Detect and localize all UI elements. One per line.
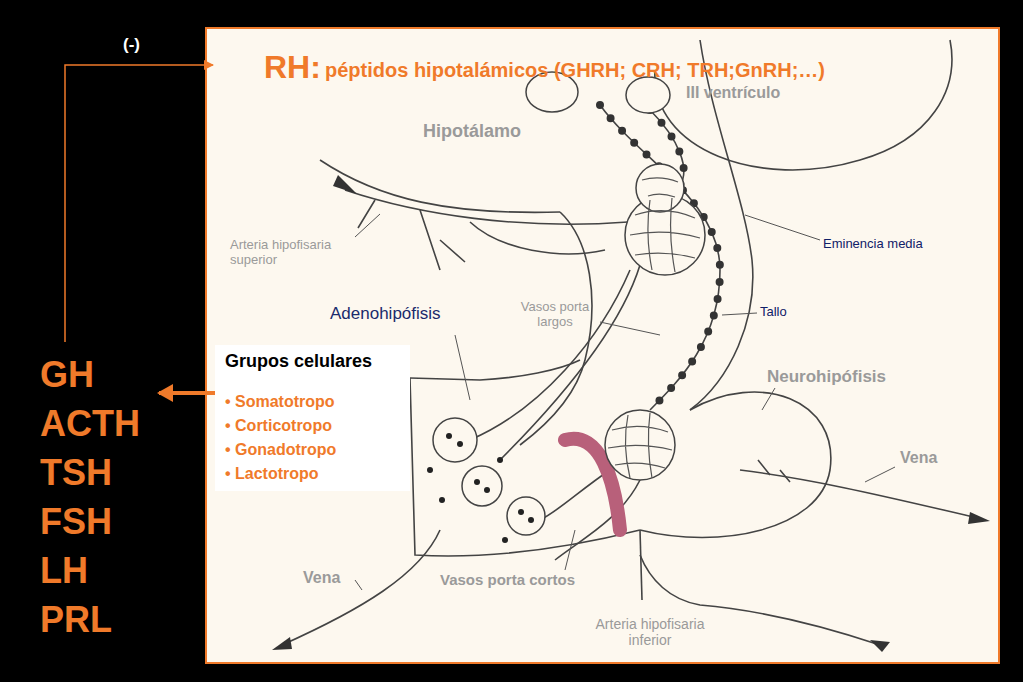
capillary-mesh bbox=[608, 178, 700, 478]
part-name: III ventrículo bbox=[686, 84, 846, 102]
granule-dot bbox=[497, 457, 503, 463]
part-name: Vasos porta largos bbox=[505, 300, 605, 330]
nucleus-dot bbox=[484, 487, 490, 493]
superior-artery bbox=[345, 190, 628, 224]
secondary-plexus bbox=[605, 410, 675, 480]
leader-line bbox=[565, 530, 575, 570]
leader-line bbox=[762, 388, 775, 410]
part-name: Adenohipófisis bbox=[330, 304, 480, 324]
cell-nuclei bbox=[427, 433, 534, 543]
granule-dot bbox=[502, 537, 508, 543]
leader-lines bbox=[355, 214, 895, 590]
hormone-name: ACTH bbox=[40, 403, 140, 444]
part-name: Arteria hipofisaria inferior bbox=[575, 616, 725, 648]
plexus-loop bbox=[636, 164, 684, 212]
part-name: Hipotálamo bbox=[423, 121, 563, 142]
mesh-lines bbox=[642, 178, 678, 197]
anatomy-outlines bbox=[282, 40, 978, 645]
arrowhead bbox=[968, 512, 990, 524]
axon-beads bbox=[600, 105, 720, 410]
hormone-name: FSH bbox=[40, 501, 112, 542]
hormone-name: LH bbox=[40, 550, 88, 591]
arrowhead bbox=[333, 175, 357, 194]
adenohypophysis-cells bbox=[433, 418, 545, 535]
edge-label: (-) bbox=[123, 35, 140, 55]
panel-background bbox=[205, 27, 1000, 664]
vein bbox=[740, 470, 978, 518]
part-name: Vena bbox=[303, 569, 363, 587]
neuron-body bbox=[626, 77, 670, 113]
long-portal-vessel bbox=[470, 270, 630, 440]
granule-dot bbox=[439, 497, 445, 503]
hormone-name: PRL bbox=[40, 599, 112, 640]
gland-outline bbox=[640, 530, 642, 600]
axon-line bbox=[600, 105, 720, 410]
feedback-arrow bbox=[159, 391, 215, 395]
panel-title: RH: bbox=[264, 49, 321, 86]
nucleus-dot bbox=[474, 479, 480, 485]
vein-branches bbox=[758, 460, 790, 482]
mesh-lines bbox=[630, 198, 700, 272]
arrowhead bbox=[870, 640, 890, 652]
secretory-cell bbox=[507, 497, 545, 535]
adenohypophysis-outline bbox=[410, 378, 640, 556]
nucleus-dot bbox=[457, 441, 463, 447]
part-name: Eminencia media bbox=[823, 237, 963, 252]
part-name: Tallo bbox=[760, 305, 820, 320]
feedback-arrow bbox=[65, 65, 213, 342]
nucleus-dot bbox=[528, 517, 534, 523]
secretory-cell bbox=[433, 418, 477, 462]
hormone-panel: RH:péptidos hipotalámicos (GHRH; CRH; TR… bbox=[205, 27, 1000, 664]
leader-line bbox=[355, 580, 362, 590]
part-name: Vasos porta cortos bbox=[440, 571, 620, 588]
vein bbox=[282, 530, 440, 645]
leader-line bbox=[600, 322, 660, 335]
leader-line bbox=[722, 313, 757, 315]
hormone-list: GH ACTH TSH FSH LH PRL bbox=[40, 352, 165, 652]
hormone-name: TSH bbox=[40, 452, 112, 493]
mesh-lines bbox=[608, 413, 672, 478]
nucleus-dot bbox=[446, 433, 452, 439]
cell-group-item: • Corticotropo bbox=[225, 417, 332, 435]
part-name: Neurohipófisis bbox=[767, 367, 917, 387]
adenohypophysis-outline bbox=[410, 360, 580, 380]
neurosecretory-granules bbox=[600, 105, 720, 410]
capillary-plexus bbox=[605, 164, 705, 480]
cell-group-item: • Somatotropo bbox=[225, 393, 335, 411]
hormone-name: GH bbox=[40, 354, 94, 395]
granule-dot bbox=[427, 467, 433, 473]
nucleus-dot bbox=[518, 509, 524, 515]
leader-line bbox=[455, 335, 470, 400]
leader-line bbox=[865, 467, 895, 482]
box-heading: Grupos celulares bbox=[225, 351, 372, 372]
cell-group-item: • Lactotropo bbox=[225, 465, 319, 483]
secretory-cell bbox=[462, 466, 502, 506]
cell-group-item: • Gonadotropo bbox=[225, 441, 336, 459]
leader-line bbox=[745, 215, 820, 240]
part-name: Vena bbox=[900, 449, 960, 467]
cell-groups-box: Grupos celulares • Somatotropo • Corticotr… bbox=[215, 345, 410, 491]
leader-line bbox=[355, 214, 380, 237]
panel-subtitle: péptidos hipotalámicos (GHRH; CRH; TRH;G… bbox=[325, 59, 825, 82]
arrowhead bbox=[272, 637, 292, 650]
hypothalamus-floor bbox=[320, 160, 560, 212]
artery-branches bbox=[358, 200, 605, 270]
part-name: Arteria hipofisaria superior bbox=[230, 238, 370, 268]
